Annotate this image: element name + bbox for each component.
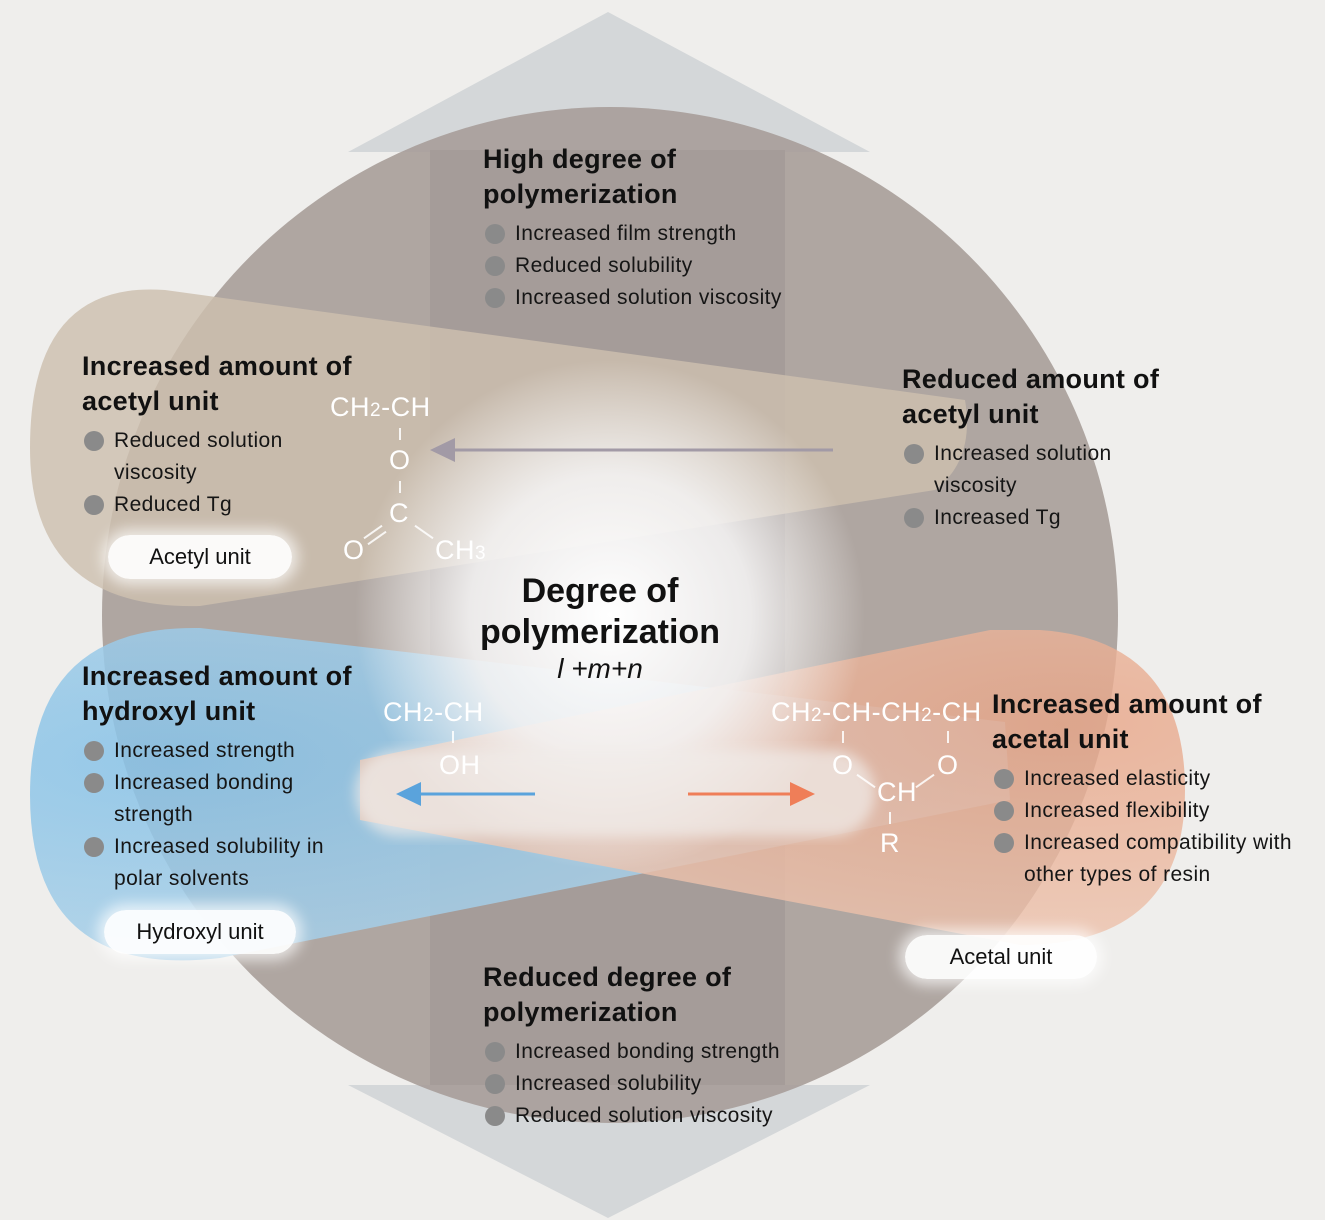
- acetyl-ch3: CH3: [435, 535, 487, 565]
- bond: [842, 731, 844, 743]
- hydroxyl-list: Increased strength Increased bonding str…: [82, 735, 387, 895]
- acetal-ch: CH: [877, 777, 917, 807]
- acetyl-increase-list: Reduced solution viscosity Reduced Tg: [82, 425, 387, 521]
- reduced-polymerization-block: Reduced degree of polymerization Increas…: [483, 960, 843, 1132]
- list-item: Reduced solubility: [483, 250, 843, 282]
- high-polymerization-list: Increased film strength Reduced solubili…: [483, 218, 843, 314]
- chem-text: CH2-CH: [330, 392, 431, 422]
- list-item: Increased flexibility: [992, 795, 1302, 827]
- acetal-unit-label: Acetal unit: [905, 935, 1097, 979]
- acetal-chain: CH2-CH-CH2-CH: [771, 697, 982, 727]
- acetyl-increase-title: Increased amount of acetyl unit: [82, 351, 352, 416]
- reduced-polymerization-list: Increased bonding strength Increased sol…: [483, 1036, 843, 1132]
- acetyl-increase-block: Increased amount of acetyl unit Reduced …: [82, 349, 387, 521]
- list-item: Increased film strength: [483, 218, 843, 250]
- acetyl-c: C: [389, 498, 409, 528]
- list-item: Increased strength: [82, 735, 387, 767]
- list-item: Increased Tg: [902, 502, 1202, 534]
- reduced-polymerization-title: Reduced degree of polymerization: [483, 962, 732, 1027]
- acetyl-o2: O: [343, 535, 365, 565]
- acetyl-reduce-block: Reduced amount of acetyl unit Increased …: [902, 362, 1202, 534]
- list-item: Increased solution viscosity: [902, 438, 1154, 502]
- acetyl-reduce-title: Reduced amount of acetyl unit: [902, 364, 1160, 429]
- hydroxyl-block: Increased amount of hydroxyl unit Increa…: [82, 659, 387, 895]
- acetyl-reduce-list: Increased solution viscosity Increased T…: [902, 438, 1202, 534]
- bond: [399, 428, 401, 440]
- acetyl-arrow: [430, 438, 833, 462]
- high-polymerization-block: High degree of polymerization Increased …: [483, 142, 843, 314]
- hydroxyl-chain: CH2-CH: [383, 697, 484, 727]
- center-title: Degree of polymerization: [480, 572, 720, 651]
- center-formula: l +m+n: [557, 653, 643, 684]
- list-item: Increased solubility: [483, 1068, 843, 1100]
- hydroxyl-title: Increased amount of hydroxyl unit: [82, 661, 352, 726]
- list-item: Reduced solution viscosity: [483, 1100, 843, 1132]
- inner-band: [355, 750, 875, 836]
- hydroxyl-unit-label: Hydroxyl unit: [104, 910, 296, 954]
- bond: [947, 731, 949, 743]
- acetyl-o: O: [389, 445, 411, 475]
- list-item: Reduced solution viscosity: [82, 425, 314, 489]
- hydroxyl-oh: OH: [439, 750, 481, 780]
- list-item: Increased solution viscosity: [483, 282, 843, 314]
- hydroxyl-arrow: [396, 782, 535, 806]
- acetyl-unit-label: Acetyl unit: [108, 535, 292, 579]
- acetal-r: R: [880, 828, 900, 858]
- list-item: Increased solubility in polar solvents: [82, 831, 344, 895]
- acetal-o1: O: [832, 750, 854, 780]
- acetal-title: Increased amount of acetal unit: [992, 689, 1262, 754]
- center-glow: [355, 360, 865, 870]
- high-polymerization-title: High degree of polymerization: [483, 144, 678, 209]
- acetal-list: Increased elasticity Increased flexibili…: [992, 763, 1302, 891]
- list-item: Reduced Tg: [82, 489, 387, 521]
- bond: [399, 481, 401, 493]
- list-item: Increased bonding strength: [483, 1036, 843, 1068]
- list-item: Increased bonding strength: [82, 767, 334, 831]
- acetal-o2: O: [937, 750, 959, 780]
- list-item: Increased elasticity: [992, 763, 1302, 795]
- bond: [889, 812, 891, 824]
- acetal-arrow: [688, 782, 815, 806]
- bond: [452, 731, 454, 743]
- list-item: Increased compatibility with other types…: [992, 827, 1294, 891]
- acetal-block: Increased amount of acetal unit Increase…: [992, 687, 1302, 891]
- acetyl-chain: CH2-CH: [330, 392, 431, 426]
